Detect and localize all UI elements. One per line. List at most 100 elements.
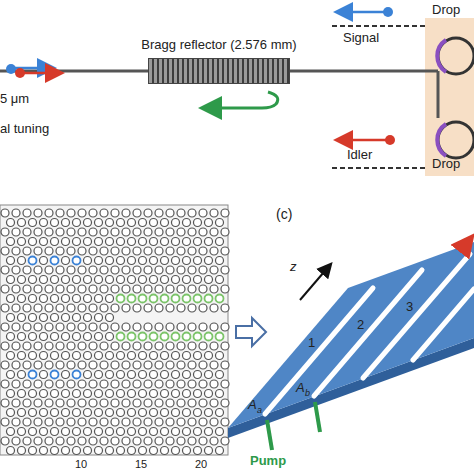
lattice-hole xyxy=(117,219,125,227)
heater-arc xyxy=(437,40,446,72)
lattice-hole xyxy=(12,228,20,236)
lattice-hole xyxy=(67,228,75,236)
lattice-hole xyxy=(106,257,114,265)
lattice-hole xyxy=(18,295,26,303)
lattice-hole xyxy=(210,266,218,274)
photon-dot xyxy=(385,135,395,145)
lattice-hole xyxy=(139,276,147,284)
lattice-hole xyxy=(67,399,75,407)
lattice-hole xyxy=(62,276,70,284)
lattice-hole xyxy=(56,342,64,350)
lattice-hole xyxy=(172,295,180,303)
lattice-hole xyxy=(84,333,92,341)
lattice-hole xyxy=(122,247,130,255)
lattice-hole xyxy=(199,418,207,426)
lattice-hole xyxy=(62,352,70,360)
lattice-hole xyxy=(12,361,20,369)
lattice-hole xyxy=(155,209,163,217)
panel-label: (c) xyxy=(276,207,292,221)
lattice-hole xyxy=(100,418,108,426)
lattice-hole xyxy=(166,247,174,255)
lattice-hole xyxy=(29,447,37,455)
lattice-hole xyxy=(67,437,75,445)
lattice-hole xyxy=(216,428,224,436)
lattice-hole xyxy=(205,333,213,341)
lattice-hole xyxy=(194,371,202,379)
lattice-hole xyxy=(161,295,169,303)
lattice-hole xyxy=(216,409,224,417)
lattice-hole xyxy=(205,428,213,436)
lattice-hole xyxy=(84,428,92,436)
lattice-hole xyxy=(221,247,229,255)
lattice-hole xyxy=(199,437,207,445)
lattice-hole xyxy=(12,247,20,255)
lattice-hole xyxy=(133,323,141,331)
lattice-hole xyxy=(1,323,9,331)
lattice-hole xyxy=(194,295,202,303)
lattice-hole xyxy=(183,333,191,341)
lattice-hole xyxy=(106,219,114,227)
lattice-hole xyxy=(188,228,196,236)
lattice-hole xyxy=(155,437,163,445)
lattice-hole xyxy=(210,418,218,426)
lattice-hole xyxy=(1,266,9,274)
lattice-hole xyxy=(73,371,81,379)
lattice-hole xyxy=(23,437,31,445)
lattice-hole xyxy=(12,304,20,312)
lattice-hole xyxy=(51,333,59,341)
lattice-hole xyxy=(122,323,130,331)
lattice-hole xyxy=(18,352,26,360)
lattice-hole xyxy=(40,390,48,398)
lattice-hole xyxy=(122,399,130,407)
lattice-hole xyxy=(73,276,81,284)
lattice-hole xyxy=(95,276,103,284)
lattice-hole xyxy=(133,380,141,388)
photon-dot xyxy=(383,7,393,17)
lattice-hole xyxy=(56,228,64,236)
lattice-hole xyxy=(45,323,53,331)
lattice-hole xyxy=(172,219,180,227)
lattice-hole xyxy=(172,238,180,246)
lattice-hole xyxy=(29,257,37,265)
field-subscript: b xyxy=(305,389,310,398)
lattice-hole xyxy=(106,352,114,360)
lattice-hole xyxy=(128,428,136,436)
lattice-hole xyxy=(150,276,158,284)
lattice-hole xyxy=(188,304,196,312)
lattice-hole xyxy=(34,437,42,445)
lattice-hole xyxy=(139,333,147,341)
lattice-hole xyxy=(29,276,37,284)
lattice-hole xyxy=(7,219,15,227)
axis-label: z xyxy=(290,260,297,273)
lattice-hole xyxy=(12,323,20,331)
lattice-hole xyxy=(106,428,114,436)
lattice-hole xyxy=(161,276,169,284)
dimension-label: 5 μm xyxy=(0,92,29,105)
lattice-hole xyxy=(150,447,158,455)
lattice-hole xyxy=(100,342,108,350)
lattice-hole xyxy=(78,285,86,293)
reflection-arrow xyxy=(204,92,278,108)
lattice-hole xyxy=(51,314,59,322)
lattice-hole xyxy=(40,352,48,360)
lattice-hole xyxy=(34,266,42,274)
lattice-hole xyxy=(194,409,202,417)
lattice-hole xyxy=(150,257,158,265)
lattice-hole xyxy=(144,209,152,217)
lattice-hole xyxy=(183,295,191,303)
lattice-hole xyxy=(205,257,213,265)
lattice-hole xyxy=(51,428,59,436)
drop-line xyxy=(332,167,425,169)
lattice-hole xyxy=(194,238,202,246)
z-axis-arrow xyxy=(300,265,330,300)
lattice-hole xyxy=(155,304,163,312)
lattice-hole xyxy=(111,228,119,236)
lattice-hole xyxy=(111,285,119,293)
lattice-hole xyxy=(95,428,103,436)
lattice-hole xyxy=(78,247,86,255)
lattice-hole xyxy=(199,266,207,274)
lattice-hole xyxy=(111,323,119,331)
lattice-hole xyxy=(100,323,108,331)
port-label: Drop xyxy=(432,3,460,16)
